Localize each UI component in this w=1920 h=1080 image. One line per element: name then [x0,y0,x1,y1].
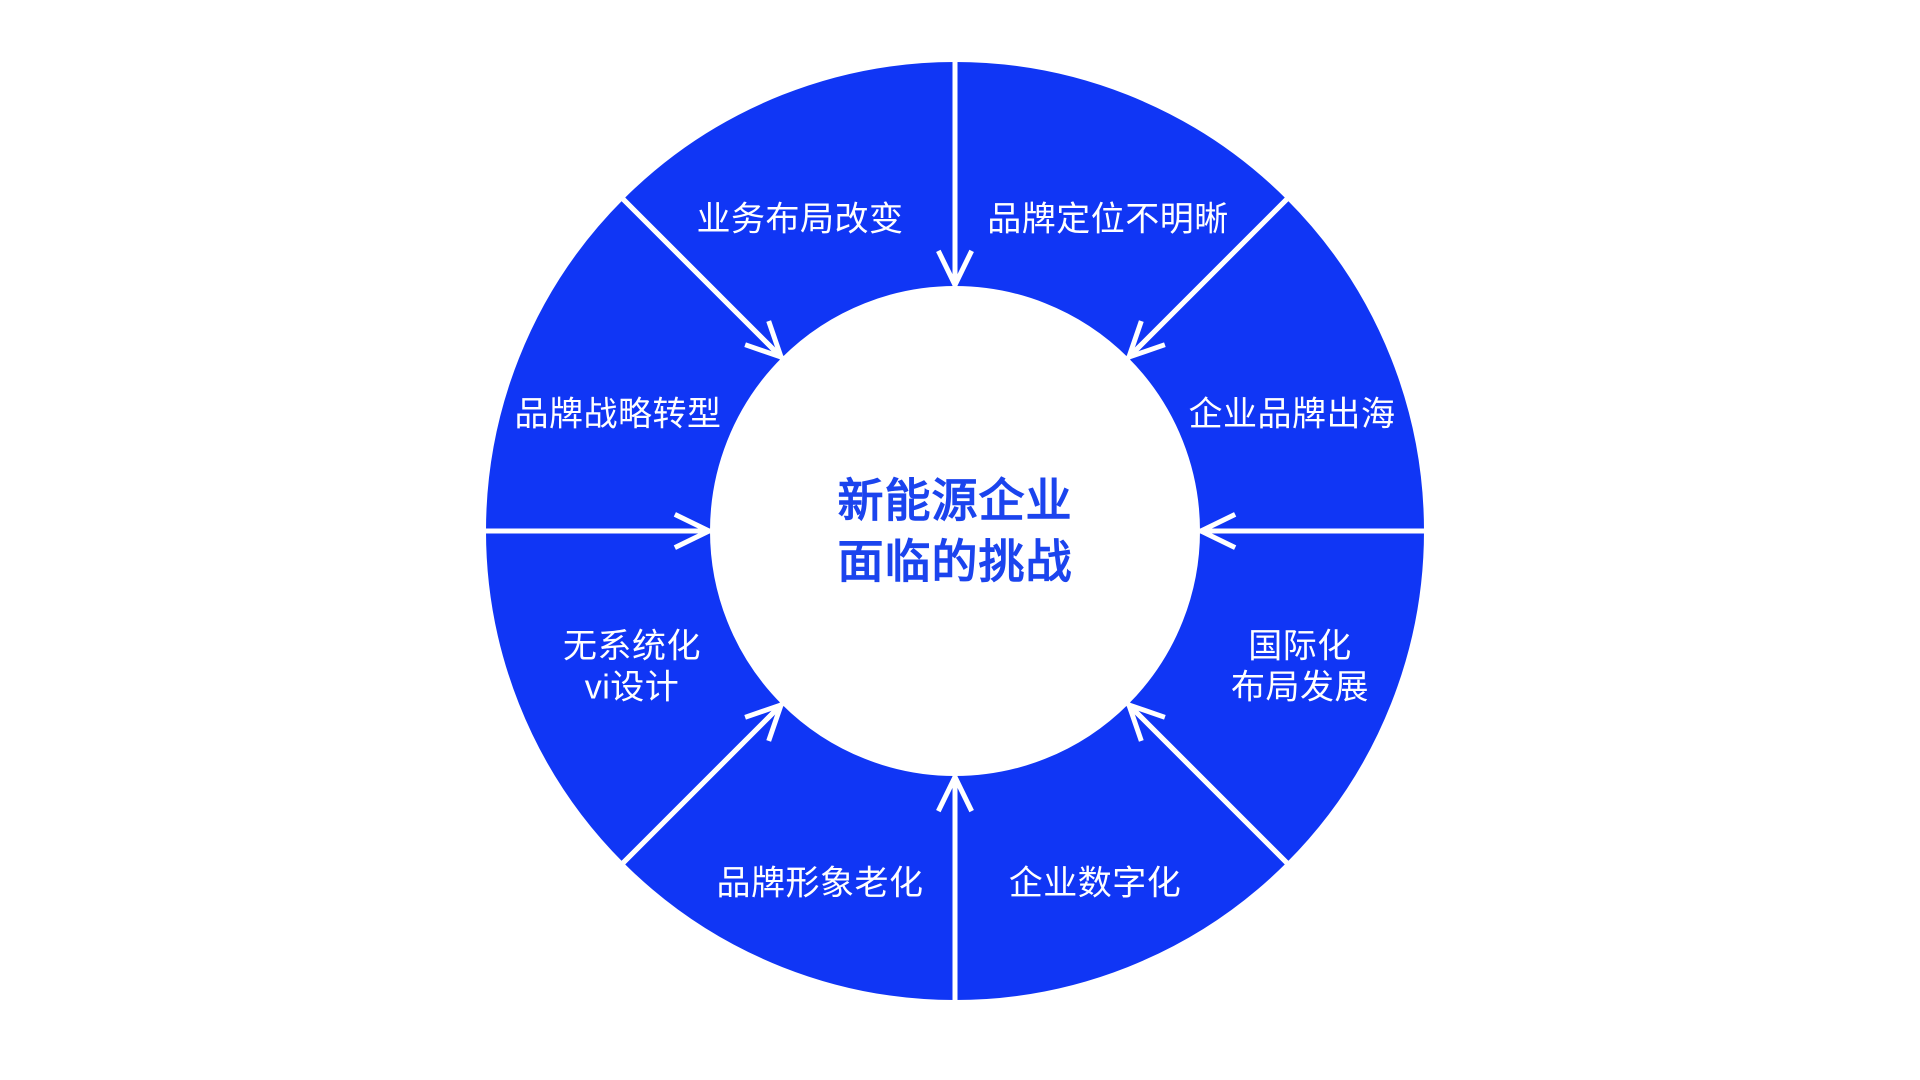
arrow-top [936,62,974,287]
arrow-left [486,512,711,550]
arrow-bottom-left [621,702,784,865]
arrow-top-right [1126,197,1289,360]
arrow-bottom-right [1126,702,1289,865]
arrow-bottom [936,775,974,1000]
arrow-top-left [621,197,784,360]
arrow-right [1199,512,1424,550]
inward-arrows [486,62,1424,1000]
center-title: 新能源企业 面临的挑战 [837,474,1073,587]
